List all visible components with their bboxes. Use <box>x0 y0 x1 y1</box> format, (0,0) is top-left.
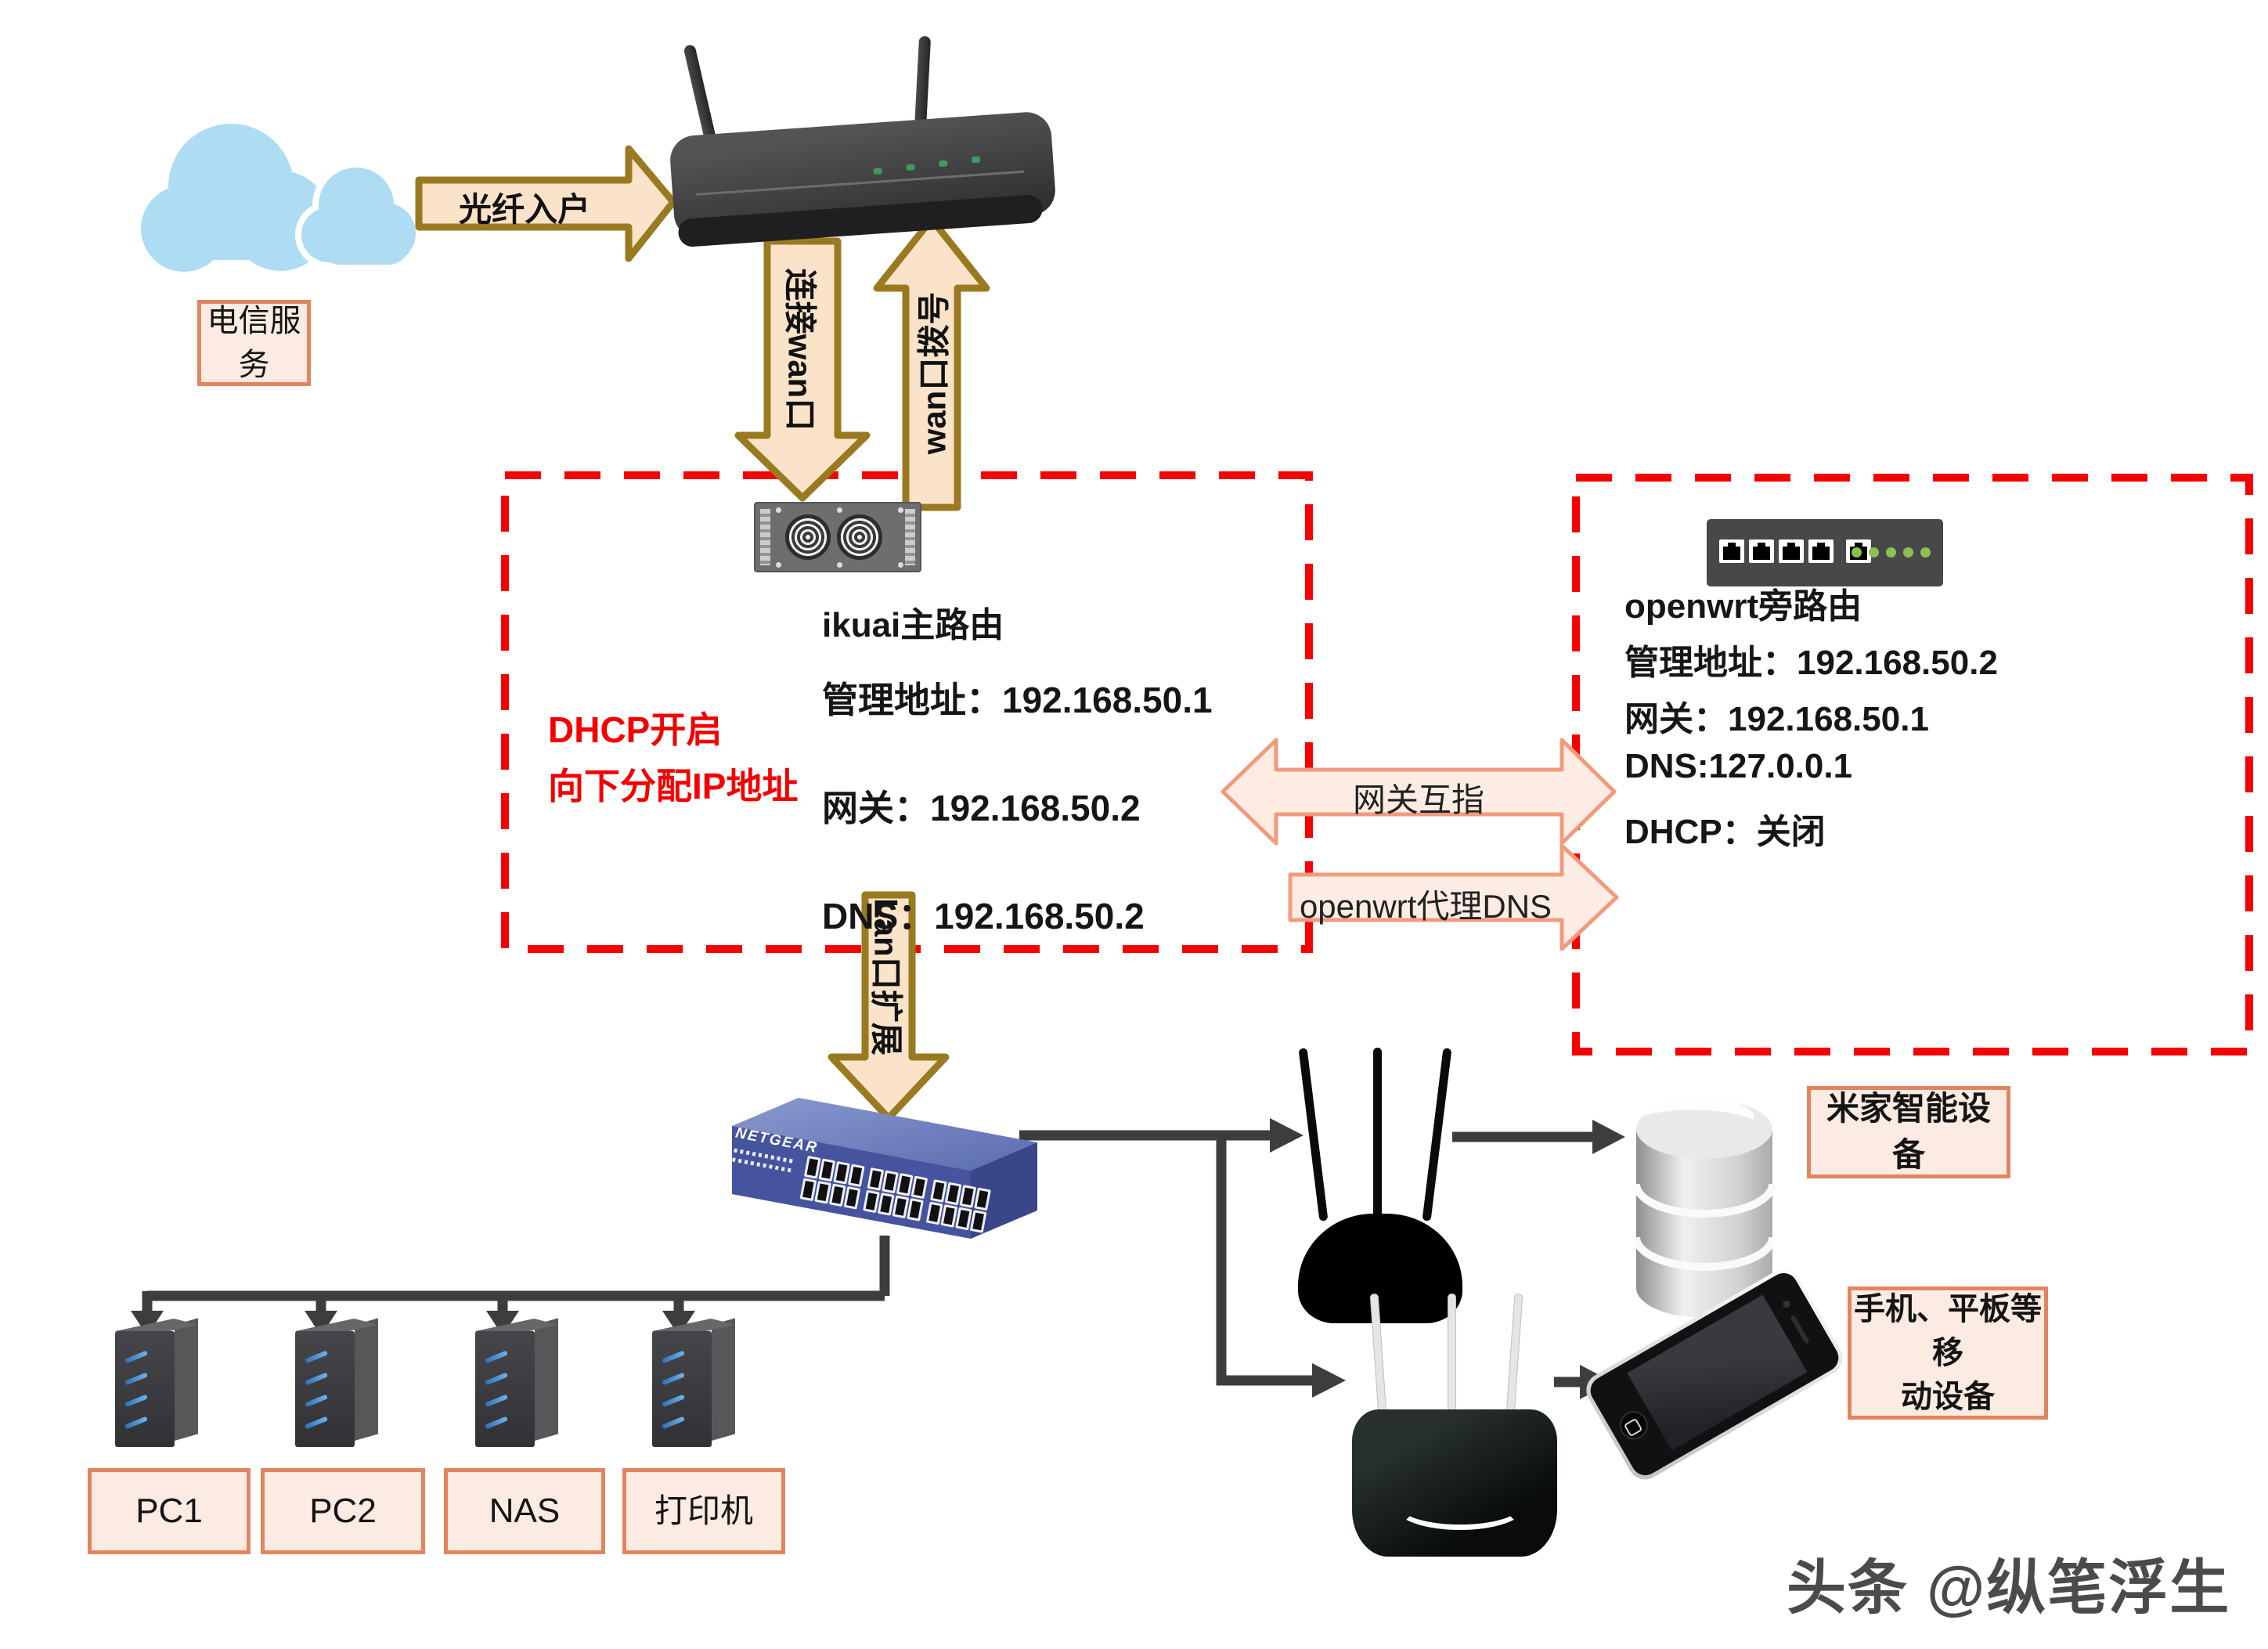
ikuai-admin-address: 管理地址：192.168.50.1 <box>822 680 1213 720</box>
connect-wan-arrow-label: 连接wan口 <box>781 268 819 431</box>
watermark: 头条 @纵笔浮生 <box>1787 1555 2231 1622</box>
cloud-icon <box>141 124 422 272</box>
device-label-pc2: PC2 <box>261 1468 425 1554</box>
ikuai-server-icon <box>754 502 921 572</box>
server-fan-icon <box>837 514 882 560</box>
fiber-arrow <box>415 145 677 262</box>
server-fan-icon <box>785 514 831 560</box>
device-label-printer: 打印机 <box>622 1468 785 1554</box>
ap-router-white-antenna-icon <box>1352 1293 1557 1557</box>
gateway-mutual-label: 网关互指 <box>1352 781 1484 818</box>
dns-proxy-label: openwrt代理DNS <box>1299 888 1552 925</box>
fiber-arrow-label: 光纤入户 <box>458 191 590 228</box>
ap-router-black-icon <box>1298 1048 1462 1330</box>
openwrt-dns: DNS:127.0.0.1 <box>1624 747 1853 785</box>
dhcp-note-line2: 向下分配IP地址 <box>548 766 799 806</box>
pc2-tower-icon <box>295 1318 381 1452</box>
gateway-mutual-arrow <box>1221 738 1617 846</box>
dns-proxy-arrow <box>1288 843 1619 951</box>
openwrt-title: openwrt旁路由 <box>1624 587 1862 626</box>
ikuai-dns: DNS：192.168.50.2 <box>822 896 1145 936</box>
mijia-label: 米家智能设备 <box>1807 1086 2010 1178</box>
device-label-nas: NAS <box>444 1468 605 1554</box>
connect-wan-arrow <box>734 237 871 502</box>
openwrt-admin-address: 管理地址：192.168.50.2 <box>1624 644 1998 682</box>
device-label-pc1: PC1 <box>88 1468 251 1554</box>
main-wireless-router-icon <box>668 35 1063 271</box>
router-led <box>906 164 915 171</box>
router-led <box>938 160 948 168</box>
wan-dial-arrow <box>873 215 990 511</box>
ikuai-gateway: 网关：192.168.50.2 <box>822 788 1141 828</box>
port-group <box>799 1155 865 1210</box>
database-icon <box>1632 1097 1776 1318</box>
port-group <box>863 1167 928 1221</box>
isp-label: 电信服务 <box>197 300 311 386</box>
openwrt-dhcp-status: DHCP：关闭 <box>1624 813 1826 851</box>
dhcp-note: DHCP开启 向下分配IP地址 <box>548 702 798 814</box>
printer-tower-icon <box>652 1318 738 1452</box>
ikuai-title: ikuai主路由 <box>822 606 1004 644</box>
ethernet-ports <box>1719 539 1871 563</box>
wan-dial-arrow-label: wan口拨号 <box>915 291 953 455</box>
lan-bus-lines <box>142 1130 1592 1387</box>
router-led <box>873 168 882 175</box>
port-group <box>925 1179 991 1233</box>
openwrt-gateway: 网关：192.168.50.1 <box>1624 700 1929 738</box>
lan-extend-arrow <box>828 891 950 1122</box>
dhcp-note-line1: DHCP开启 <box>548 709 723 750</box>
router-led <box>971 156 981 164</box>
mobile-devices-label: 手机、平板等移 动设备 <box>1848 1286 2048 1420</box>
nas-tower-icon <box>475 1318 561 1452</box>
openwrt-device-icon <box>1707 519 1943 586</box>
pc1-tower-icon <box>115 1318 201 1452</box>
status-leds <box>1852 547 1931 557</box>
